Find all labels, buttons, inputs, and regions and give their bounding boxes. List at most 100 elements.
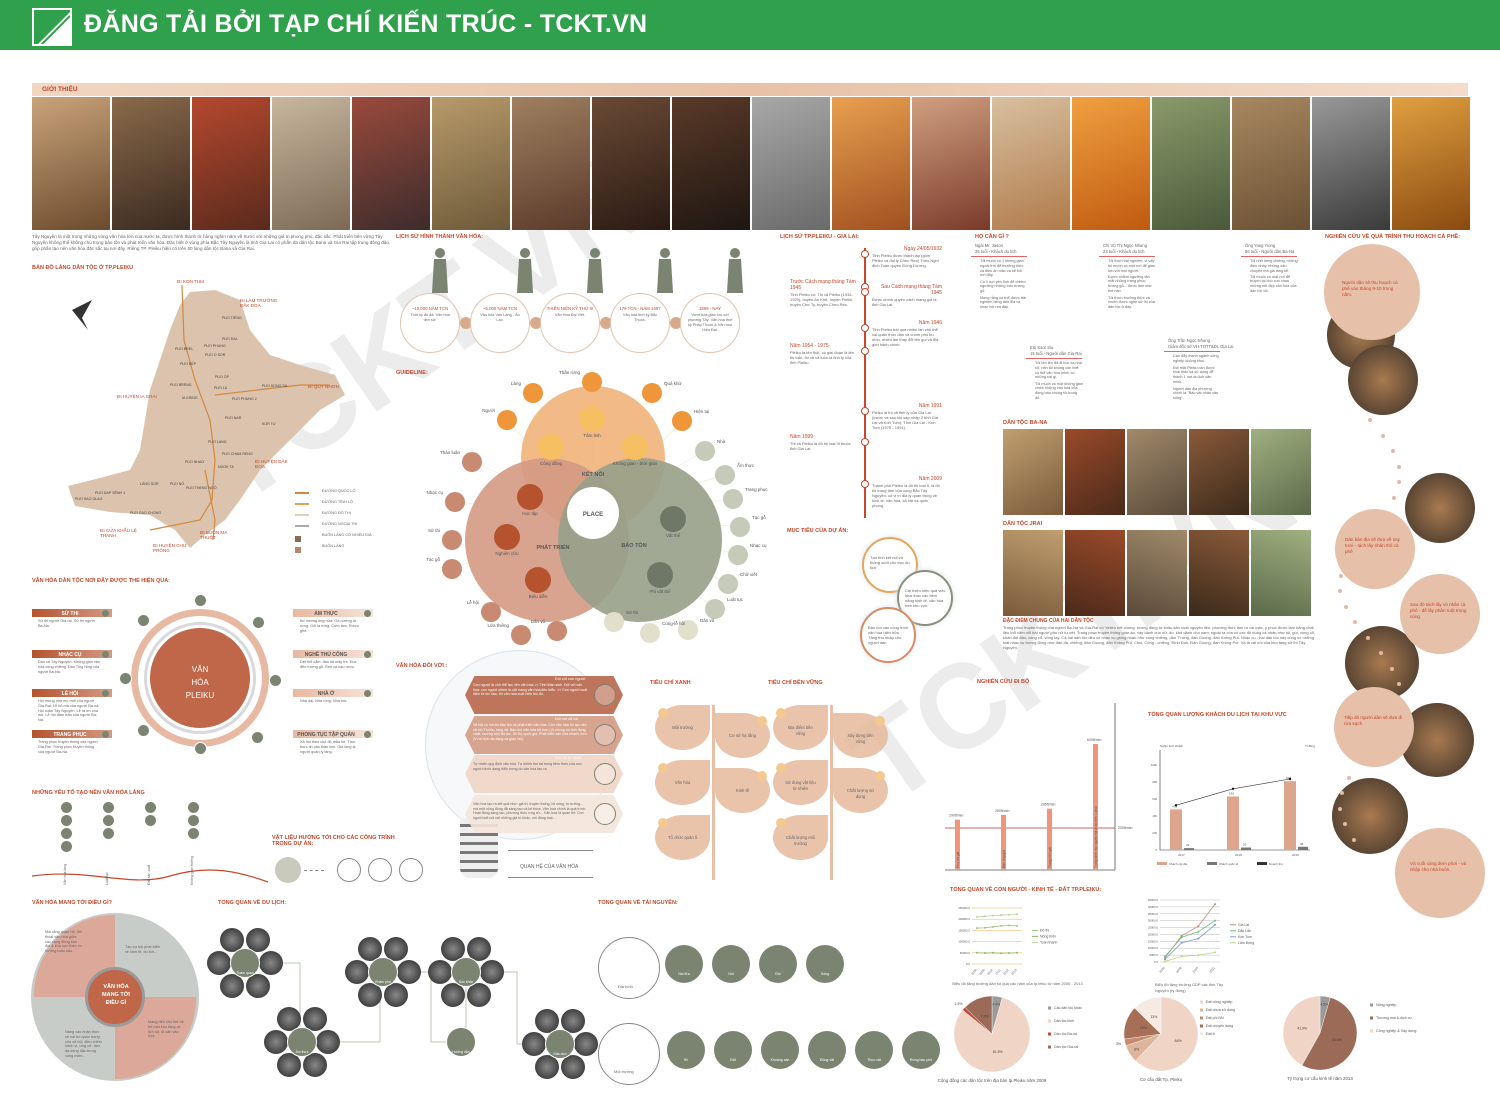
environment-label: Môi trường — [614, 1069, 634, 1074]
walk-bar-label: 290ft/min — [949, 814, 963, 818]
history-step-text: Vượt hóa giao lưu với phương Tây: Văn hó… — [687, 313, 733, 332]
timeline-node — [861, 480, 869, 488]
intro-text: Tây Nguyên là một trong những vùng văn h… — [32, 234, 391, 251]
timeline-text: Pleiku là thị xã tỉnh lỵ của Gia Lai (tr… — [872, 410, 938, 430]
population-chart: 0.050000.0100000.0150000.0200000.0250000… — [958, 906, 1057, 976]
gdp-caption: Biểu đồ tăng trưởng GDP các tỉnh Tây Ngu… — [1155, 982, 1224, 993]
village-label: PLEI PHUNG 2 — [232, 397, 257, 401]
person-divider — [1026, 358, 1082, 359]
gdp-chart-x-tick: 2000 — [1158, 966, 1166, 974]
tourism-node-label: Tham quan — [236, 971, 254, 975]
material-stone — [275, 857, 301, 883]
village-label: PLEI PHUNG — [204, 344, 226, 348]
guideline-node-label: Chữ viết — [740, 572, 758, 577]
tourists-y-tick: 600 — [1152, 797, 1157, 801]
tourists-legend-swatch — [1157, 862, 1167, 865]
population-chart-legend-label: Nông thôn — [1040, 935, 1056, 939]
tourism-photo — [207, 951, 231, 975]
person-need: Tôi lớn lên đã đi học xa nhà rồi, nên tô… — [1035, 361, 1082, 380]
person-need: Tôi muốn có 1 không gian ngoài trời để t… — [980, 259, 1024, 278]
guideline-node-icon — [462, 452, 482, 472]
coffee-step-text: Tiếp đó người dân sẽ đưa đi rửa sạch — [1344, 715, 1403, 726]
intro-photo — [1312, 97, 1390, 230]
intro-photo — [112, 97, 190, 230]
relation-icon — [594, 684, 616, 706]
history-step-text: Văn hóa thời kỳ Bắc Thuộc. — [622, 313, 658, 322]
ethnic-pie-title: Cộng đồng các dân tộc trên địa bàn tp.Pl… — [938, 1078, 1047, 1083]
figure-head-icon — [660, 248, 670, 258]
goal-text: Cải thiện hiệu quả việc khai thác các ti… — [905, 588, 946, 608]
village-label: KOR TU — [262, 422, 276, 426]
green-label: Môi trường — [672, 725, 693, 730]
legend-label: BUÔN LÀNG — [322, 544, 345, 548]
legend-swatch — [295, 492, 309, 494]
walk-bar — [1001, 814, 1006, 870]
population-chart-x-tick: 2000 — [970, 968, 978, 976]
person-divider — [971, 256, 1027, 257]
guideline-node-label: Không gian - thời gian — [613, 461, 658, 466]
tourism-photo — [259, 951, 283, 975]
chevron-right-icon — [600, 317, 612, 329]
goal-circle — [860, 607, 916, 663]
guideline-node-icon — [647, 562, 673, 588]
village-factor-icon — [102, 814, 114, 826]
tourists-y-tick: 800 — [1152, 780, 1157, 784]
guideline-node-icon — [604, 612, 624, 632]
guideline-node-label: Quá khứ — [664, 381, 682, 386]
coffee-step-bubble — [1400, 574, 1480, 654]
green-title: TIÊU CHÍ XANH — [650, 680, 691, 686]
compass-icon — [72, 300, 92, 330]
timeline-line — [864, 248, 866, 518]
person-role: 56 tuổi - Người dân Ba-Na — [1245, 249, 1295, 254]
village-factor-label: Không gian thiêng — [190, 856, 194, 885]
guideline-node-label: Học tập — [522, 511, 538, 516]
economy-pie-legend-swatch — [1370, 1029, 1373, 1033]
environment-item-icon — [855, 1031, 893, 1069]
chevron-right-icon — [460, 317, 472, 329]
path-dot — [1391, 495, 1396, 500]
timeline-node — [861, 407, 869, 415]
sustainable-leaf-icon — [875, 771, 885, 781]
culture-tag-icon — [363, 609, 371, 617]
population-chart-series-line — [976, 913, 1018, 918]
material-icon — [399, 858, 423, 882]
ethnic-pie-slice — [964, 995, 993, 1035]
person-need: Tôi thích thưởng thức và muốn được nghe … — [1108, 295, 1155, 310]
intro-photo — [592, 97, 670, 230]
culture-tag-icon — [363, 650, 371, 658]
culture-center-label: VĂN HÓA PLEIKU — [185, 665, 215, 700]
walk-bar — [1093, 744, 1098, 870]
village-factor-icon — [60, 840, 72, 852]
gdp-chart-y-tick: 35000.0 — [1148, 912, 1159, 916]
ethnic-pie-legend-swatch — [1048, 1006, 1051, 1010]
sustainable-leaf-icon — [776, 708, 786, 718]
intro-photo — [272, 97, 350, 230]
timeline-date: Năm 1999 — [790, 434, 814, 440]
international-bar — [1184, 848, 1194, 850]
goal-text: Bảo tồn các công trình văn hóa hiện hữu.… — [868, 625, 909, 645]
coffee-step-text: Và cuối cùng đem phơi - và nhập cho nhà … — [1410, 861, 1467, 872]
environment-item-label: Hồ — [683, 1058, 689, 1062]
person-need: Tôi muốn có một không gian chứa những vă… — [1035, 381, 1083, 400]
map-direction-label: ĐI HUYỆN CHƯ PRÔNG — [153, 543, 187, 553]
guideline-node-icon — [497, 410, 517, 430]
header-title: ĐĂNG TẢI BỞI TẠP CHÍ KIẾN TRÚC - TCKT.VN — [84, 10, 648, 38]
village-label: PLEI SAO GLAG — [75, 497, 103, 501]
population-chart-y-tick: 150000.0 — [958, 928, 970, 932]
tourism-photo — [428, 960, 452, 984]
needs-title: HỌ CẦN GÌ ? — [975, 234, 1009, 240]
culture-tag-text: Dệt thổ cẩm, đan lát mây tre. Đục đẽo tư… — [300, 660, 357, 669]
international-bar-label: 22 — [1186, 843, 1190, 847]
pleiku-history-title: LỊCH SỬ TP.PLEIKU - GIA LAI: — [780, 234, 859, 240]
guideline-node-label: Người — [482, 408, 495, 413]
culture-tag-label: NHẠC CỤ — [58, 651, 82, 658]
population-chart-point — [1008, 913, 1010, 916]
green-leaf-icon — [658, 818, 668, 828]
culture-tag-text: Trang phục truyền thống của người Gia-Ra… — [38, 740, 98, 754]
environment-circle — [598, 1023, 660, 1085]
timeline-date: Ngày 24/05/1932 — [903, 246, 942, 252]
history-step-period: 179 TCN - NĂM 1697 — [619, 306, 661, 311]
culture-history-title: LỊCH SỬ HÌNH THÀNH VĂN HÓA: — [396, 234, 484, 240]
walk-category-label: Trung bình mọi người mà đi bộ trên 1 phú… — [1094, 806, 1098, 868]
